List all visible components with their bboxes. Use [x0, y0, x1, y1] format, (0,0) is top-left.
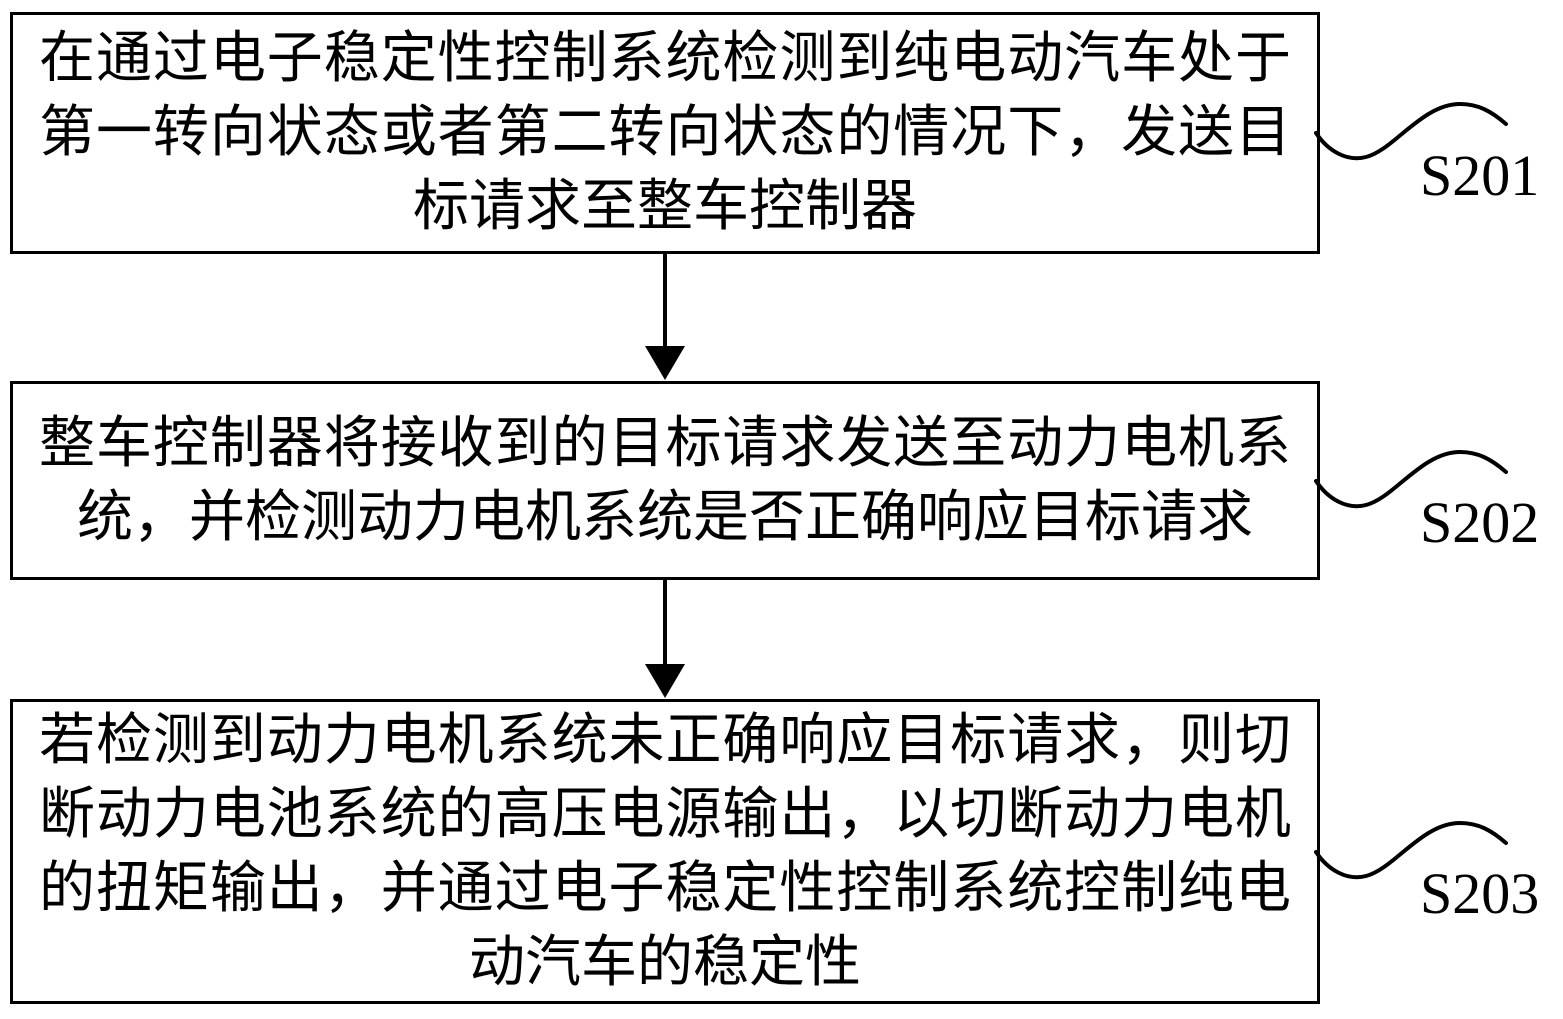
flow-arrow-line [663, 580, 667, 666]
flow-arrow-line [663, 253, 667, 348]
step-text-line: 第一转向状态或者第二转向状态的情况下，发送目 [39, 102, 1291, 164]
step-label-s202: S202 [1420, 490, 1540, 555]
step-box-s202: 整车控制器将接收到的目标请求发送至动力电机系 统，并检测动力电机系统是否正确响应… [10, 381, 1320, 580]
step-text-line: 的扭矩输出，并通过电子稳定性控制系统控制纯电 [39, 857, 1291, 920]
squiggle-connector-icon [1314, 820, 1508, 880]
step-text-line: 标请求至整车控制器 [413, 176, 917, 238]
arrow-down-icon [645, 664, 685, 698]
step-text-line: 若检测到动力电机系统未正确响应目标请求，则切 [39, 709, 1291, 772]
step-text-line: 动汽车的稳定性 [469, 931, 861, 994]
step-text-line: 统，并检测动力电机系统是否正确响应目标请求 [77, 486, 1253, 549]
step-box-s201: 在通过电子稳定性控制系统检测到纯电动汽车处于 第一转向状态或者第二转向状态的情况… [10, 12, 1320, 254]
step-label-s203: S203 [1420, 861, 1540, 926]
squiggle-connector-icon [1314, 101, 1508, 161]
step-label-s201: S201 [1420, 143, 1540, 208]
squiggle-connector-icon [1314, 449, 1508, 509]
step-text-line: 在通过电子稳定性控制系统检测到纯电动汽车处于 [39, 28, 1291, 90]
arrow-down-icon [645, 346, 685, 380]
step-box-s203: 若检测到动力电机系统未正确响应目标请求，则切 断动力电池系统的高压电源输出，以切… [10, 699, 1320, 1004]
step-text-line: 整车控制器将接收到的目标请求发送至动力电机系 [39, 412, 1291, 475]
step-text-line: 断动力电池系统的高压电源输出，以切断动力电机 [39, 783, 1291, 846]
